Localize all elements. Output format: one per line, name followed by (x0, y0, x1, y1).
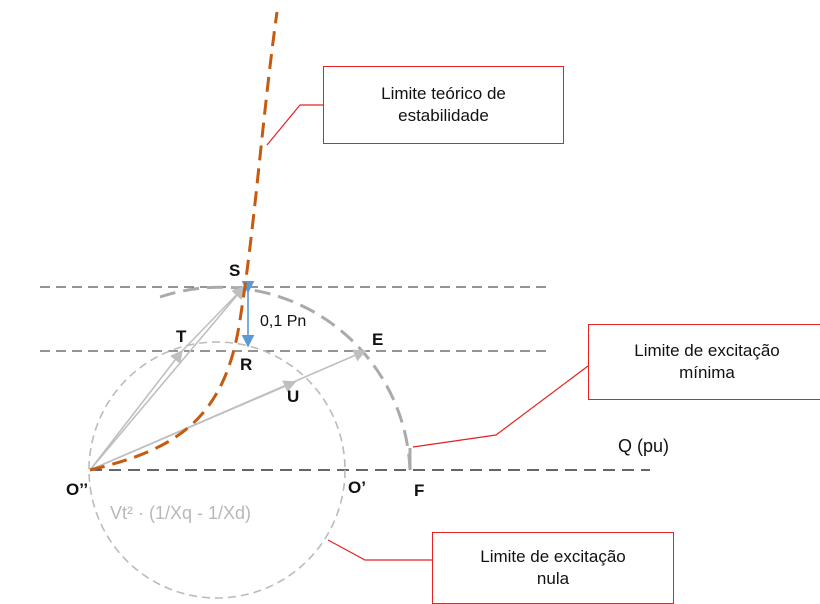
point-r-label: R (240, 355, 253, 374)
radius-label: Vt² · (1/Xq - 1/Xd) (110, 503, 252, 523)
callout-null-excitation-line2: nula (536, 569, 570, 588)
delta-label: 0,1 Pn (260, 313, 307, 330)
callout-null-excitation: Limite de excitação nula (432, 532, 674, 604)
min-excitation-arc (159, 285, 412, 471)
point-e-label: E (372, 330, 384, 349)
vector-e (89, 349, 367, 471)
q-axis-label: Q (pu) (618, 436, 670, 456)
leader-min-excitation (412, 365, 589, 448)
callout-min-excitation-line2: mínima (679, 363, 735, 382)
point-o2-label: O’’ (66, 480, 89, 499)
callout-null-excitation-line1: Limite de excitação (480, 547, 626, 566)
callout-min-excitation: Limite de excitação mínima (588, 324, 820, 400)
vector-t (89, 349, 183, 471)
callout-stability: Limite teórico de estabilidade (323, 66, 564, 144)
null-excitation-circle (88, 341, 346, 599)
leader-stability (266, 104, 323, 146)
point-f-label: F (414, 481, 425, 500)
callout-stability-line2: estabilidade (398, 106, 489, 125)
stability-curve (89, 11, 279, 472)
point-u-label: U (287, 387, 300, 406)
leader-null-excitation (327, 539, 440, 561)
callout-min-excitation-line1: Limite de excitação (634, 341, 780, 360)
vector-s (89, 285, 246, 471)
point-t-label: T (176, 327, 187, 346)
callout-stability-line1: Limite teórico de (381, 84, 506, 103)
point-s-label: S (229, 261, 241, 280)
point-o1-label: O’ (348, 478, 366, 497)
